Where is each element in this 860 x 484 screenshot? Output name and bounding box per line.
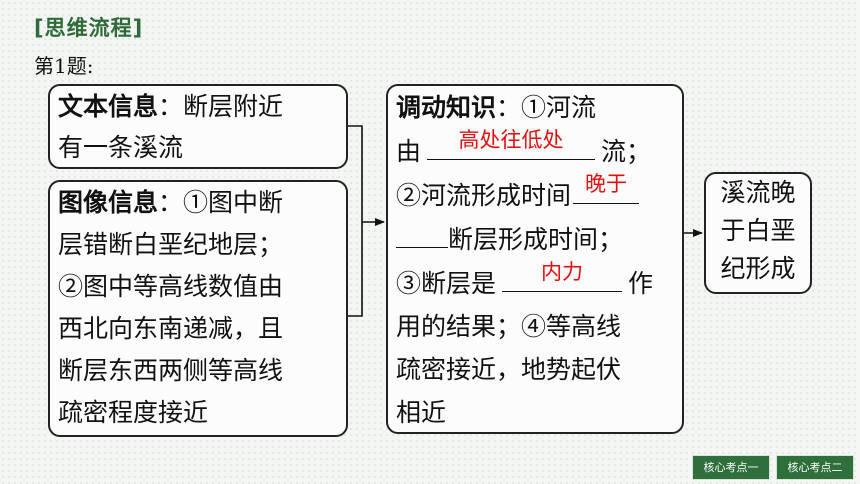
result-box: 溪流晚 于白垩 纪形成 — [704, 172, 812, 294]
knowledge-line-5-post: 作 — [628, 269, 654, 298]
knowledge-line-1-text: ：①河流 — [496, 93, 597, 122]
image-info-line-1: 图像信息：①图中断 — [58, 182, 338, 224]
knowledge-line-1: 调动知识：①河流 — [396, 86, 674, 129]
result-line-1: 溪流晚 — [720, 178, 796, 207]
image-info-lead: 图像信息 — [58, 188, 159, 217]
knowledge-line-5: ③断层是 内力 作 — [396, 260, 674, 305]
image-info-line-5: 断层东西两侧等高线 — [58, 356, 284, 385]
knowledge-line-5-pre: ③断层是 — [396, 269, 497, 298]
knowledge-line-4-post: 断层形成时间； — [448, 225, 624, 254]
knowledge-line-6: 用的结果；④等高线 — [396, 312, 622, 341]
knowledge-line-3: ②河流形成时间晚于 — [396, 172, 674, 217]
question-label: 第1题: — [34, 54, 94, 78]
knowledge-line-3-pre: ②河流形成时间 — [396, 181, 572, 210]
knowledge-box: 调动知识：①河流 由 高处往低处 流； ②河流形成时间晚于 断层形成时间； ③断层是… — [386, 84, 684, 434]
knowledge-line-2-pre: 由 — [396, 137, 422, 166]
knowledge-line-2-post: 流； — [601, 137, 652, 166]
result-line-2: 于白垩 — [720, 216, 796, 245]
answer-blank-2: 晚于 — [573, 172, 640, 204]
answer-1-text: 高处往低处 — [458, 128, 564, 152]
knowledge-line-2: 由 高处往低处 流； — [396, 128, 674, 173]
knowledge-line-7: 疏密接近，地势起伏 — [396, 355, 622, 384]
image-info-line-6: 疏密程度接近 — [58, 398, 209, 427]
text-info-line-1: 文本信息：断层附近 — [58, 86, 338, 127]
nav-core-point-2-button[interactable]: 核心考点二 — [776, 455, 854, 480]
text-info-box: 文本信息：断层附近 有一条溪流 — [48, 84, 348, 169]
image-info-line-1-text: ：①图中断 — [158, 188, 284, 217]
knowledge-lead: 调动知识 — [396, 93, 497, 122]
text-info-line-1-text: ：断层附近 — [158, 92, 284, 121]
image-info-box: 图像信息：①图中断 层错断白垩纪地层； ②图中等高线数值由 西北向东南递减，且 … — [48, 180, 348, 437]
answer-blank-1: 高处往低处 — [427, 128, 596, 160]
nav-core-point-1-button[interactable]: 核心考点一 — [692, 455, 770, 480]
knowledge-line-8: 相近 — [396, 398, 447, 427]
merge-bracket — [348, 125, 363, 317]
answer-blank-3: 内力 — [502, 260, 623, 292]
image-info-line-2: 层错断白垩纪地层； — [58, 230, 284, 259]
answer-3-text: 内力 — [541, 260, 584, 284]
answer-2-text: 晚于 — [585, 172, 628, 196]
text-info-lead: 文本信息 — [58, 92, 159, 121]
text-info-line-2: 有一条溪流 — [58, 133, 184, 162]
knowledge-line-4: 断层形成时间； — [396, 217, 674, 261]
section-heading: [思维流程] — [34, 16, 144, 40]
image-info-line-4: 西北向东南递减，且 — [58, 314, 284, 343]
result-line-3: 纪形成 — [720, 254, 796, 283]
answer-blank-2-cont — [396, 217, 448, 248]
image-info-line-3: ②图中等高线数值由 — [58, 272, 284, 301]
